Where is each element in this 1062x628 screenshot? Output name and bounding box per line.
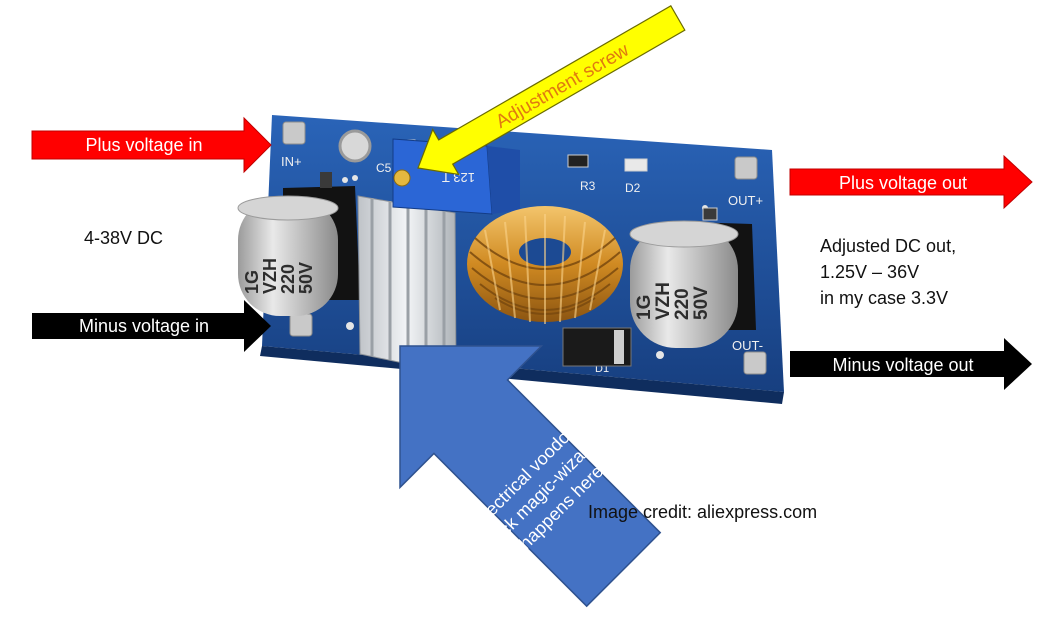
input-range-note: 4-38V DC xyxy=(84,228,164,248)
smd-small-right xyxy=(702,207,718,221)
silk-r3: R3 xyxy=(580,179,596,193)
arrow-minus-voltage-out-label: Minus voltage out xyxy=(832,355,973,375)
arrow-plus-voltage-in-label: Plus voltage in xyxy=(85,135,202,155)
arrow-electrical-voodoo: Electrical voodoo- black magic-wizardry … xyxy=(399,345,662,608)
silk-d2: D2 xyxy=(625,181,641,195)
cap-right-text-3: 220 xyxy=(672,288,693,320)
mount-hole-br xyxy=(743,351,767,375)
heatsink xyxy=(357,195,457,375)
output-line-2: 1.25V – 36V xyxy=(820,262,920,282)
arrow-adjustment-screw-label: Adjustment screw xyxy=(492,40,633,133)
silk-out-minus: OUT- xyxy=(732,338,763,353)
silk-c5: C5 xyxy=(376,161,392,175)
cap-left-text-1: 1G xyxy=(242,270,262,294)
arrow-plus-voltage-in: Plus voltage in xyxy=(31,116,272,174)
image-credit: Image credit: aliexpress.com xyxy=(588,502,818,522)
cap-right-text-1: 1G xyxy=(634,295,655,320)
output-description: Adjusted DC out, 1.25V – 36V in my case … xyxy=(820,233,956,311)
cap-right-text-2: VZH xyxy=(653,282,674,320)
arrow-minus-voltage-out: Minus voltage out xyxy=(790,338,1032,390)
round-pad xyxy=(338,129,372,163)
toroidal-inductor xyxy=(467,206,623,324)
adjustment-screw-head xyxy=(393,169,411,187)
cap-right-text-4: 50V xyxy=(691,286,712,320)
mount-hole-tr xyxy=(734,156,758,180)
cap-left-text-4: 50V xyxy=(296,262,316,294)
smd-r3 xyxy=(567,154,589,168)
mount-hole-tl xyxy=(282,121,306,145)
trimmer-potentiometer: 123 T xyxy=(392,138,520,215)
cap-left-text-2: VZH xyxy=(260,258,280,294)
output-line-1: Adjusted DC out, xyxy=(820,236,957,256)
arrow-plus-voltage-out: Plus voltage out xyxy=(789,154,1033,210)
arrow-minus-voltage-in: Minus voltage in xyxy=(32,300,271,352)
arrow-minus-voltage-in-label: Minus voltage in xyxy=(79,316,209,336)
capacitor-right: 1G VZH 220 50V xyxy=(629,220,756,348)
pcb-board: IN+ OUT+ OUT- C5 R2 R3 D2 D1 1G VZH 220 … xyxy=(237,115,784,404)
diode-d1-band xyxy=(614,330,624,364)
smd-d2 xyxy=(624,158,648,172)
output-line-3: in my case 3.3V xyxy=(820,288,949,308)
silk-out-plus: OUT+ xyxy=(728,193,763,208)
capacitor-left: 1G VZH 220 50V xyxy=(237,172,360,316)
arrow-plus-voltage-out-label: Plus voltage out xyxy=(839,173,967,193)
silk-in-plus: IN+ xyxy=(281,154,302,169)
cap-left-text-3: 220 xyxy=(278,264,298,294)
mount-hole-bl xyxy=(289,313,313,337)
